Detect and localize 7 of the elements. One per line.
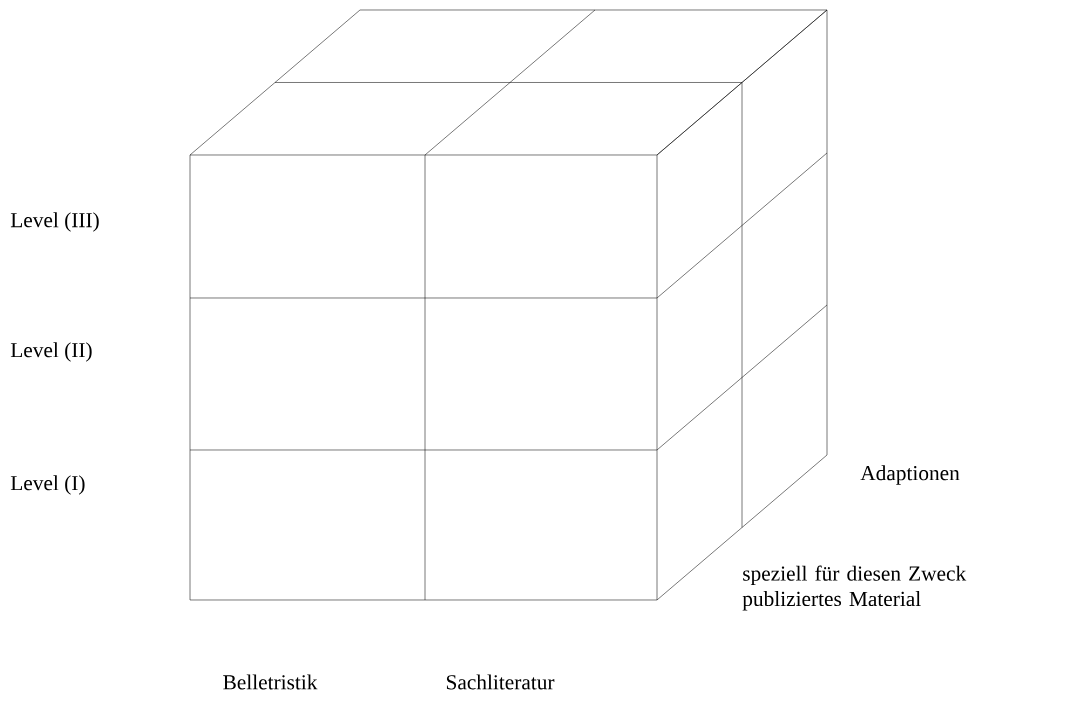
axis-label: Level (II) [10,342,92,362]
axis-label: Sachliteratur [446,674,555,690]
axis-label: Level (I) [10,475,85,495]
axis-label: Level (III) [10,212,99,232]
axis-label: speziell für diesen Zweck publiziertes Material [742,565,967,611]
axis-label: Adaptionen [860,465,960,485]
axis-label: Belletristik [223,674,318,690]
